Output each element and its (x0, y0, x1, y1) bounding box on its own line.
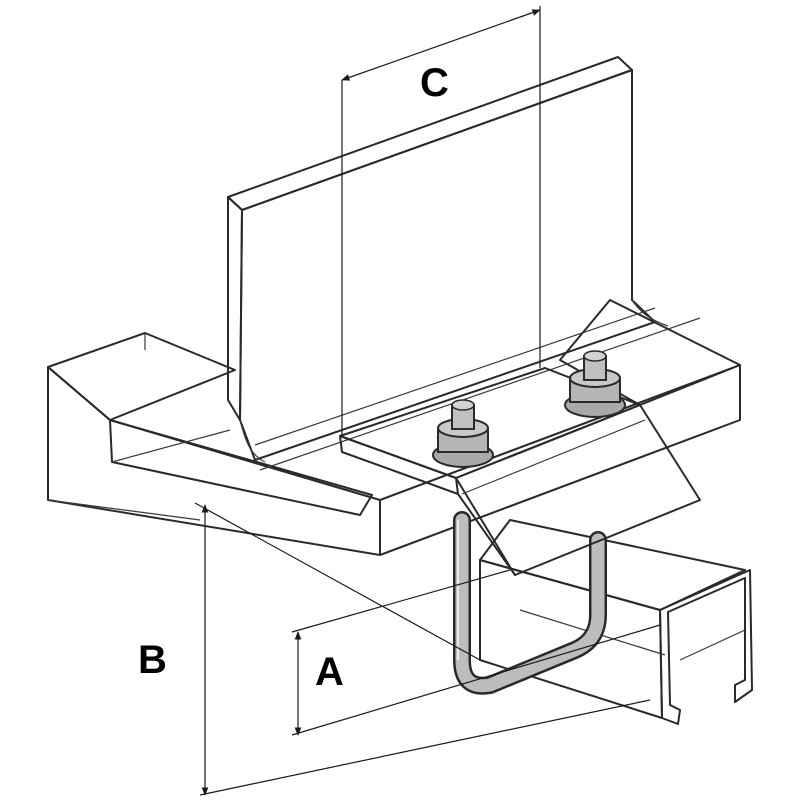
dimension-c (341, 6, 541, 436)
dimension-a-label: A (315, 650, 344, 694)
beam-web (227, 56, 701, 471)
dimension-b (194, 502, 651, 796)
clamp-plate (339, 367, 701, 576)
dimension-a (291, 569, 661, 736)
dimension-c-label: C (420, 61, 449, 105)
nut-left (432, 399, 494, 468)
u-bolt (453, 511, 607, 695)
beam-bottom-flange (47, 299, 741, 556)
dimension-b-label: B (138, 638, 167, 682)
nut-right (564, 350, 626, 418)
strut-channel (479, 519, 753, 725)
